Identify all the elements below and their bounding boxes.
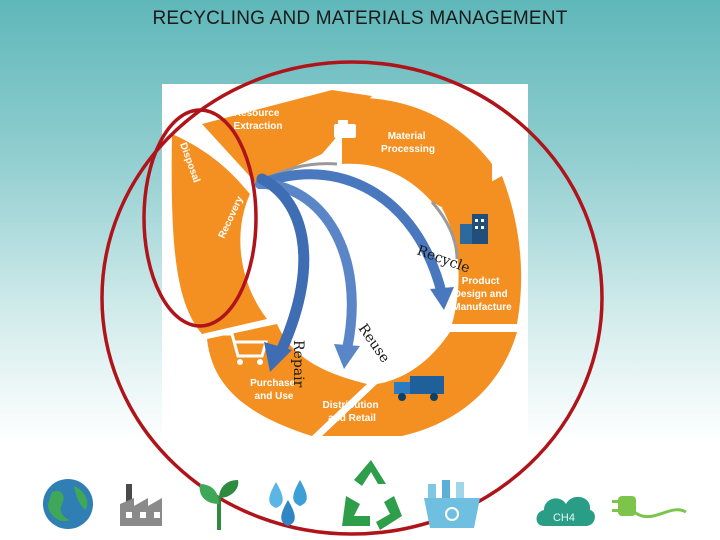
ch4-label: CH4 xyxy=(553,512,575,524)
label-repair: Repair xyxy=(290,340,306,388)
water-drops-icon xyxy=(269,480,307,526)
factory-icon xyxy=(120,484,162,526)
lifecycle-diagram: Resource Extraction Material Processing … xyxy=(162,84,528,444)
lifecycle-diagram-svg: Resource Extraction Material Processing … xyxy=(171,90,522,436)
slide-title: RECYCLING AND MATERIALS MANAGEMENT xyxy=(152,8,568,29)
globe-icon xyxy=(43,479,93,529)
label-reuse: Reuse xyxy=(355,321,393,366)
ch4-cloud-icon: CH4 xyxy=(536,496,595,526)
plug-icon xyxy=(612,496,687,519)
bottom-icon-strip: CH4 xyxy=(0,452,720,540)
recycle-icon xyxy=(342,460,402,530)
recycling-bins-icon xyxy=(424,480,480,528)
plant-icon xyxy=(199,480,239,530)
